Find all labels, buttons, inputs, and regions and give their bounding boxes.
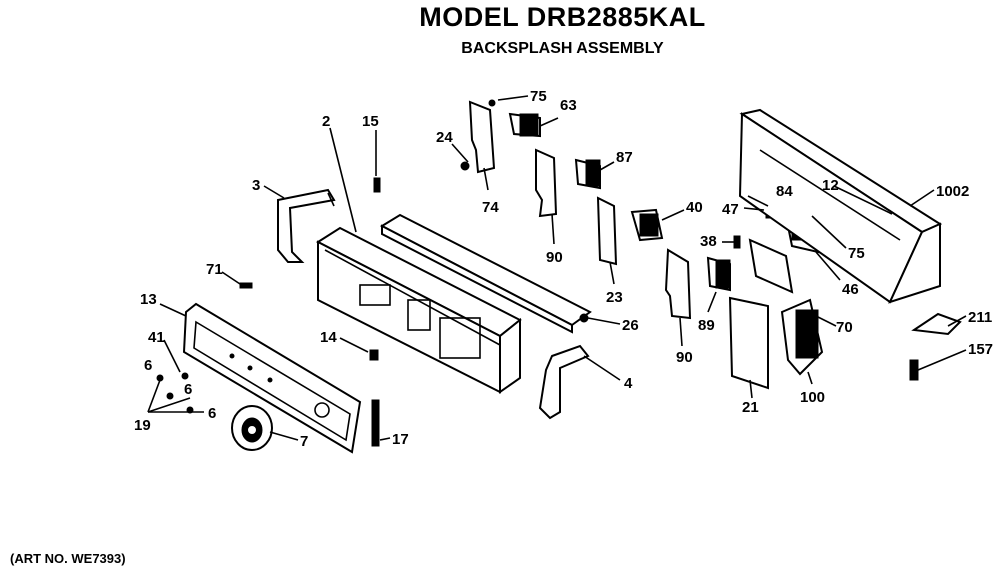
side-bracket: [277, 188, 336, 263]
callout-19: 19: [134, 417, 151, 434]
callout-26: 26: [622, 317, 639, 334]
callout-4: 4: [624, 375, 633, 392]
callout-40: 40: [686, 199, 703, 216]
trim-strip: [379, 213, 592, 334]
bracket-74: [468, 100, 496, 174]
callout-211: 211: [968, 309, 992, 326]
callout-6: 6: [144, 357, 152, 374]
callout-46: 46: [842, 281, 859, 298]
callout-13: 13: [140, 291, 157, 308]
end-bracket-4: [538, 344, 590, 420]
bracket-23: [596, 196, 618, 266]
callout-21: 21: [742, 399, 759, 416]
callout-41: 41: [148, 329, 165, 346]
callout-24: 24: [436, 129, 453, 146]
callout-71: 71: [206, 261, 223, 278]
part-211: [911, 312, 962, 336]
control-panel: [182, 302, 362, 454]
callout-labels: 75 63 24 74 15 2 3 87 90 40 23 71 13 41 …: [134, 88, 993, 450]
callout-12: 12: [822, 177, 839, 194]
transformer-100: [780, 298, 824, 376]
bracket-90-upper: [535, 148, 558, 218]
art-number: (ART NO. WE7393): [10, 551, 126, 566]
bracket-90-lower: [664, 248, 692, 320]
callout-14: 14: [320, 329, 337, 346]
leader-lines: [147, 95, 967, 441]
switch-40: [630, 208, 664, 242]
callout-15: 15: [362, 113, 379, 130]
diagram-title: MODEL DRB2885KAL: [419, 2, 706, 32]
callout-6: 6: [184, 381, 192, 398]
callout-17: 17: [392, 431, 409, 448]
switch-89: [706, 256, 731, 292]
callout-157: 157: [968, 341, 993, 358]
callout-7: 7: [300, 433, 308, 450]
callout-6: 6: [208, 405, 216, 422]
diagram-subtitle: BACKSPLASH ASSEMBLY: [461, 40, 664, 57]
callout-23: 23: [606, 289, 623, 306]
callout-90: 90: [546, 249, 563, 266]
board-21: [728, 296, 769, 390]
callout-3: 3: [252, 177, 260, 194]
callout-47: 47: [722, 201, 739, 218]
callout-2: 2: [322, 113, 330, 130]
callout-84: 84: [776, 183, 793, 200]
knob: [231, 405, 273, 451]
backsplash-panel: [315, 226, 522, 394]
callout-90: 90: [676, 349, 693, 366]
backsplash-housing: [738, 108, 943, 304]
callout-38: 38: [700, 233, 717, 250]
callout-87: 87: [616, 149, 633, 166]
callout-74: 74: [482, 199, 499, 216]
callout-89: 89: [698, 317, 715, 334]
callout-100: 100: [800, 389, 825, 406]
callout-1002: 1002: [936, 183, 969, 200]
callout-63: 63: [560, 97, 577, 114]
callout-70: 70: [836, 319, 853, 336]
callout-75: 75: [530, 88, 547, 105]
switch-87: [574, 158, 601, 190]
switch-63: [508, 112, 541, 138]
plate-46: [733, 235, 794, 294]
callout-75: 75: [848, 245, 865, 262]
